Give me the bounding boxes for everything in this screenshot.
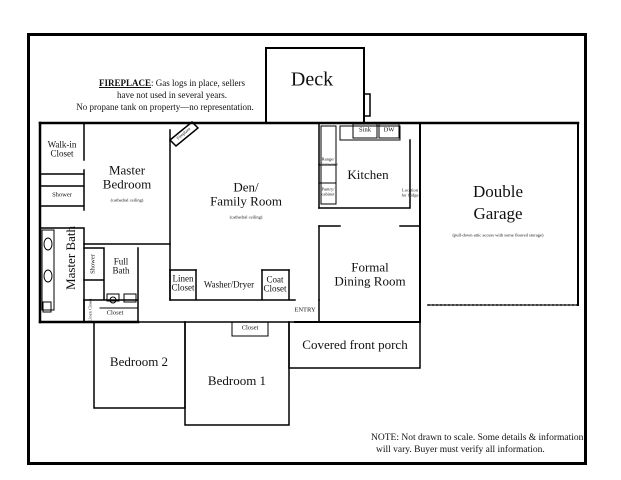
disclaimer-line2: will vary. Buyer must verify all informa… [376,445,545,455]
walk-in-closet-line1: Walk-in [47,139,77,150]
bedroom1-label: Bedroom 1 [207,373,267,389]
master-bedroom-line2: Bedroom [102,176,152,191]
disclaimer-line1: NOTE: Not drawn to scale. Some details &… [371,433,584,443]
fireplace-note-rest: : Gas logs in place, sellers [151,78,245,88]
garage-line1: Double [472,182,524,202]
linen-small-line1: Linen [87,311,93,322]
fridge-line1: Location [402,187,418,193]
walk-in-closet-label: Walk-in Closet [47,139,77,160]
pantry-line2: cabinet [321,191,335,196]
walk-in-closet-line2: Closet [50,149,74,159]
deck-label: Deck [290,68,334,91]
garage-sub: (pull-down attic access with some floore… [452,232,544,238]
sink-label: Sink [359,126,371,134]
pantry-line1: Pantry/ [321,186,335,192]
fireplace-note-bold: FIREPLACE [99,78,152,88]
range-line1: Range/ [321,156,335,162]
linen-small-line2: Closet [87,298,93,310]
garage-line2: Garage [473,204,523,223]
washer-dryer-label: Washer/Dryer [203,279,255,290]
fireplace-note-line2: have not used in several years. [117,90,227,100]
entry-label: ENTRY [294,306,316,314]
linen-line1: Linen [172,273,194,284]
hall-closet-label: Closet [106,309,124,317]
bedroom1-outline [184,321,290,426]
full-bath-line2: Bath [112,266,130,276]
full-bath-shower-label: Shower [89,254,97,274]
linen-closet-label: Linen Closet [171,273,195,294]
linen-line2: Closet [171,283,195,293]
range-line2: microwave [318,161,338,166]
floorplan-frame [27,33,587,465]
fridge-line2: for fridge [401,192,419,197]
bedroom1-closet-label: Closet [241,324,259,332]
den-line1: Den/ [233,179,259,195]
formal-dining-label: Formal Dining Room [334,260,405,287]
coat-line2: Closet [263,284,287,294]
master-tub [41,229,55,311]
full-bath-line1: Full [113,256,129,267]
dining-line1: Formal [351,259,389,275]
master-bedroom-sub: (cathedral ceiling) [110,197,144,203]
range-microwave-label: Range/ microwave [318,157,338,166]
dining-line2: Dining Room [334,273,406,288]
coat-line1: Coat [266,274,284,285]
master-shower-label: Shower [52,191,72,199]
den-sub: (cathedral ceiling) [229,214,263,220]
covered-porch-label: Covered front porch [302,337,408,353]
master-bath-label: Master Bath [63,226,79,290]
fireplace-shape [168,120,200,148]
kitchen-label: Kitchen [347,167,389,183]
deck-stairs [363,93,371,117]
fireplace-note-line3: No propane tank on property—no represent… [76,102,254,112]
fridge-label: Location for fridge [401,188,418,197]
linen-closet-small-label: Linen Closet [87,298,94,322]
garage-label: Double Garage [473,183,523,223]
master-bedroom-line1: Master [108,162,146,178]
den-line2: Family Room [210,193,282,208]
dw-label: DW [383,126,395,134]
deck-outline [265,47,365,124]
pantry-label: Pantry/ cabinet [322,187,335,196]
garage-outline [419,122,579,306]
fireplace-note-line1: FIREPLACE: Gas logs in place, sellers [99,78,245,88]
full-bath-label: Full Bath [112,256,130,277]
den-label: Den/ Family Room [210,180,282,207]
bedroom2-label: Bedroom 2 [109,354,169,370]
coat-closet-label: Coat Closet [263,274,287,295]
master-bedroom-label: Master Bedroom [103,163,151,190]
